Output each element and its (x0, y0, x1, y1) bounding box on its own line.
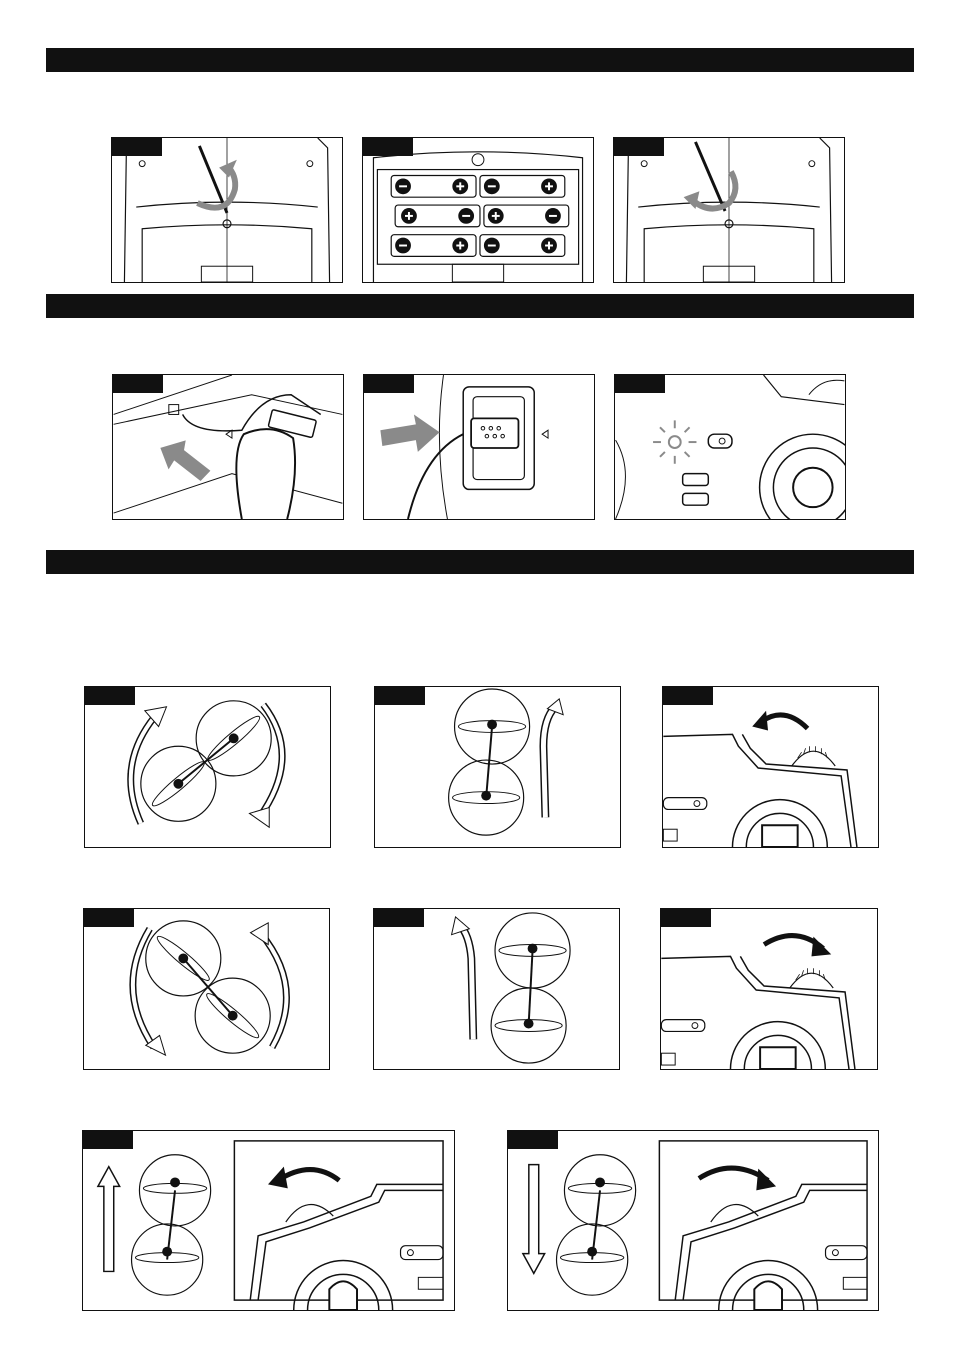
battery-step-insert (362, 137, 594, 283)
drone-ascend-trim-illustration (83, 1131, 454, 1310)
step-label-tag (112, 138, 162, 156)
step-label-tag (661, 909, 711, 927)
charging-step-led (614, 374, 846, 520)
battery-step-unscrew (111, 137, 343, 283)
trim-descend-panel (507, 1130, 879, 1311)
trim-ascend-panel (82, 1130, 455, 1311)
drone-rotate-counterclockwise-illustration (84, 909, 329, 1069)
step-label-tag (374, 909, 424, 927)
trim-dial-right-illustration (661, 909, 877, 1069)
trim-backward-panel (373, 908, 620, 1070)
drone-descend-trim-illustration (508, 1131, 878, 1310)
step-label-tag (364, 375, 414, 393)
trim-rotate-left-panel (83, 908, 330, 1070)
step-label-tag (375, 687, 425, 705)
trim-rotate-right-panel (84, 686, 331, 848)
step-label-tag (85, 687, 135, 705)
drone-rotate-clockwise-illustration (85, 687, 330, 847)
charging-cable-illustration (113, 375, 343, 519)
trim-dial-right-panel (660, 908, 878, 1070)
section-header-bar-1 (46, 48, 914, 72)
section-header-bar-3 (46, 550, 914, 574)
remote-back-screw-illustration (614, 138, 844, 282)
trim-dial-left-panel (662, 686, 879, 848)
battery-compartment-illustration (363, 138, 593, 282)
charging-port-illustration (364, 375, 594, 519)
step-label-tag (113, 375, 163, 393)
battery-step-screw (613, 137, 845, 283)
step-label-tag (84, 909, 134, 927)
step-label-tag (83, 1131, 133, 1149)
step-label-tag (663, 687, 713, 705)
charging-step-plug (363, 374, 595, 520)
step-label-tag (615, 375, 665, 393)
drone-forward-drift-illustration (375, 687, 620, 847)
trim-forward-panel (374, 686, 621, 848)
trim-dial-left-illustration (663, 687, 878, 847)
drone-backward-drift-illustration (374, 909, 619, 1069)
step-label-tag (508, 1131, 558, 1149)
step-label-tag (363, 138, 413, 156)
charging-step-cable (112, 374, 344, 520)
remote-back-unscrew-illustration (112, 138, 342, 282)
step-label-tag (614, 138, 664, 156)
section-header-bar-2 (46, 294, 914, 318)
charging-led-illustration (615, 375, 845, 519)
